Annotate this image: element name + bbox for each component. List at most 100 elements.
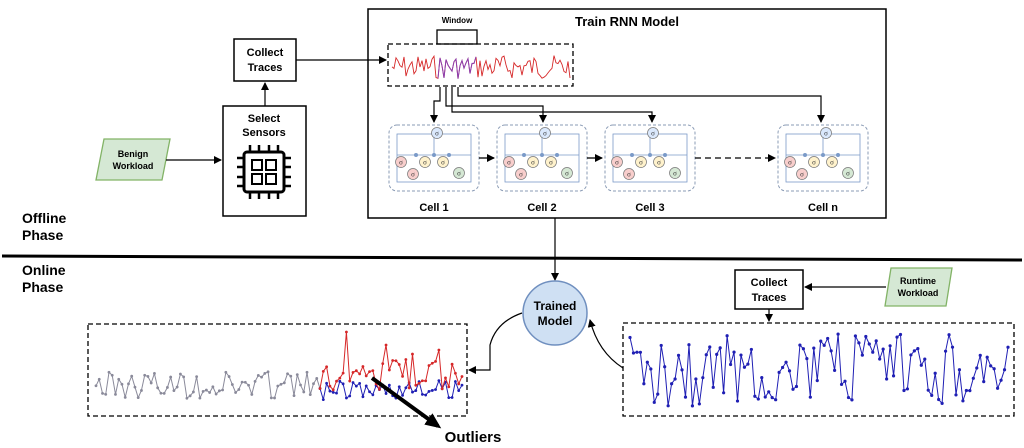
outlier-point (397, 363, 401, 366)
runtime-point (722, 391, 726, 395)
observed-point (253, 379, 257, 383)
window-to-cell-arrows (430, 87, 825, 123)
predicted-point (457, 389, 461, 393)
runtime-point (846, 395, 851, 400)
outlier-point (381, 362, 385, 366)
junction-dot (555, 153, 559, 157)
sigma-glyph: σ (627, 171, 631, 179)
candidate-gate-icon (419, 156, 431, 168)
predicted-point (361, 395, 365, 399)
runtime-point (871, 350, 875, 354)
runtime-point (874, 339, 878, 343)
observed-point (172, 389, 176, 393)
runtime-point (833, 368, 837, 372)
runtime-point (985, 355, 989, 359)
predicted-point (387, 383, 391, 387)
observed-point (247, 383, 250, 387)
observed-point (260, 375, 263, 379)
runtime-workload-line1: Runtime (900, 276, 936, 286)
observed-point (273, 396, 276, 400)
runtime-point (989, 364, 993, 368)
sigma-glyph: σ (788, 159, 792, 167)
runtime-point (663, 365, 667, 369)
runtime-point (947, 333, 951, 337)
forget-gate-icon (395, 156, 407, 168)
outlier-point (338, 376, 342, 380)
outlier-point (345, 330, 348, 334)
junction-dot (522, 153, 526, 157)
outlier-point (401, 374, 404, 378)
observed-point (230, 383, 234, 386)
outlier-point (331, 388, 335, 392)
outlier-point (371, 369, 375, 373)
junction-dot (540, 153, 544, 157)
runtime-point (839, 382, 844, 387)
runtime-point (995, 386, 1000, 390)
runtime-point (725, 334, 729, 338)
runtime-point (787, 369, 792, 373)
tanh-gate-icon (669, 167, 681, 179)
sigma-glyph: σ (830, 159, 834, 167)
outlier-point (368, 370, 371, 374)
observed-point (166, 386, 169, 389)
runtime-point (853, 334, 858, 338)
outlier-point (321, 370, 325, 373)
output-gate-icon (437, 156, 449, 168)
runtime-point (822, 343, 826, 347)
observed-point (299, 383, 302, 387)
runtime-point (1002, 368, 1007, 372)
runtime-point (950, 345, 955, 349)
predicted-point (447, 396, 451, 399)
outlier-point (411, 352, 414, 356)
observed-point (94, 384, 98, 388)
predicted-point (453, 380, 457, 383)
predicted-point (351, 381, 355, 384)
observed-point (286, 372, 289, 376)
output-sigma-icon (647, 127, 659, 139)
observed-point (156, 386, 160, 390)
runtime-point (916, 347, 920, 351)
cell-n-label: Cell n (808, 202, 838, 214)
runtime-point (687, 343, 691, 347)
runtime-point (857, 341, 861, 345)
predicted-point (450, 396, 454, 399)
observed-point (136, 396, 140, 400)
observed-point (104, 392, 108, 396)
runtime-point (878, 357, 882, 361)
benign-workload-line2: Workload (113, 161, 154, 171)
runtime-point (753, 394, 757, 398)
junction-dot (803, 153, 807, 157)
runtime-point (673, 377, 677, 381)
runtime-point (961, 399, 965, 403)
observed-point (188, 394, 192, 398)
predicted-point (354, 384, 358, 388)
forget-gate-icon (784, 156, 796, 168)
runtime-workload-line2: Workload (898, 288, 939, 298)
runtime-point (767, 390, 771, 394)
collect-traces-top-line2: Traces (248, 62, 283, 74)
junction-dot (414, 153, 418, 157)
tanh-gate-icon (842, 167, 854, 179)
runtime-point (930, 393, 934, 397)
runtime-point (826, 336, 830, 341)
outlier-point (414, 383, 418, 387)
runtime-point (850, 398, 854, 402)
runtime-point (978, 353, 982, 357)
runtime-point (708, 345, 712, 349)
runtime-point (808, 395, 812, 399)
sigma-glyph: σ (519, 171, 523, 179)
cell-3-label: Cell 3 (635, 202, 664, 214)
collect-traces-right-line1: Collect (751, 277, 788, 289)
runtime-point (749, 347, 753, 352)
runtime-point (943, 349, 948, 353)
sigma-glyph: σ (657, 159, 661, 167)
observed-point (237, 388, 241, 391)
cell-2-label: Cell 2 (527, 202, 556, 214)
offline-phase-line1: Offline (22, 210, 67, 226)
observed-point (204, 388, 208, 392)
sigma-glyph: σ (423, 159, 427, 167)
observed-point (201, 389, 205, 393)
chip-icon (237, 145, 291, 199)
runtime-point (701, 376, 705, 380)
runtime-point (777, 370, 781, 374)
